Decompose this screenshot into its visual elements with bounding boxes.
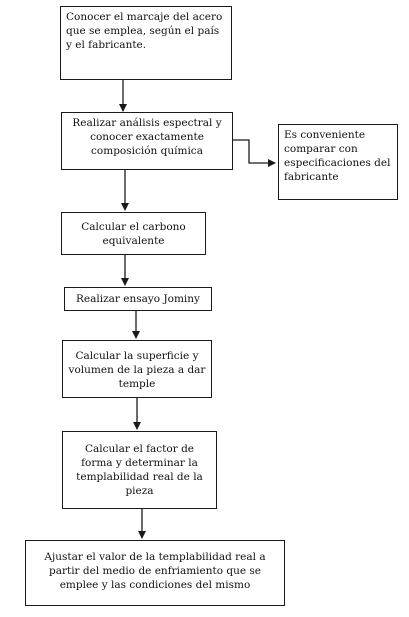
step-text: Ajustar el valor de la templabilidad rea… bbox=[44, 551, 266, 591]
step-text: Realizar ensayo Jominy bbox=[75, 293, 200, 305]
arrow-n2-to-n3 bbox=[233, 139, 276, 167]
step-text: Calcular el factor de forma y determinar… bbox=[76, 443, 203, 497]
step-spectral-analysis: Realizar análisis espectral y conocer ex… bbox=[61, 112, 233, 170]
note-compare-manufacturer-specs: Es conveniente comparar con especificaci… bbox=[278, 124, 398, 200]
step-carbon-equivalent: Calcular el carbono equivalente bbox=[61, 212, 206, 255]
note-text: Es conveniente comparar con especificaci… bbox=[284, 129, 391, 183]
step-text: Calcular el carbono equivalente bbox=[81, 221, 186, 247]
step-surface-volume: Calcular la superficie y volumen de la p… bbox=[62, 340, 212, 398]
step-text: Calcular la superficie y volumen de la p… bbox=[68, 350, 206, 390]
step-adjust-hardenability: Ajustar el valor de la templabilidad rea… bbox=[25, 540, 285, 606]
step-jominy-test: Realizar ensayo Jominy bbox=[64, 287, 212, 311]
step-text: Realizar análisis espectral y conocer ex… bbox=[72, 117, 222, 157]
step-form-factor: Calcular el factor de forma y determinar… bbox=[62, 431, 217, 509]
step-know-steel-marking: Conocer el marcaje del acero que se empl… bbox=[60, 6, 232, 80]
step-text: Conocer el marcaje del acero que se empl… bbox=[66, 11, 223, 51]
